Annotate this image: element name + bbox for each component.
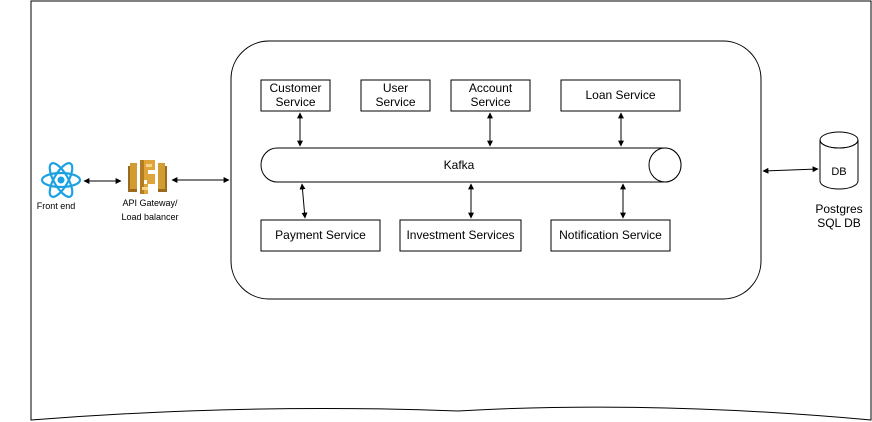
service-label-line2: Service	[470, 95, 510, 109]
kafka-bus: Kafka	[260, 147, 682, 183]
gateway-label-line1: API Gateway/	[122, 198, 178, 208]
db-cylinder-label: DB	[831, 166, 846, 178]
api-gateway-icon	[128, 160, 167, 194]
connector-kafka-payment	[299, 183, 308, 219]
service-label-line1: Account	[469, 81, 513, 95]
service-label-line1: Customer	[269, 81, 321, 95]
service-label: Payment Service	[275, 228, 366, 242]
service-box-customer: Customer Service	[260, 79, 331, 112]
gateway-label-line2: Load balancer	[121, 212, 178, 222]
service-label-line2: Service	[375, 95, 415, 109]
service-label: Notification Service	[559, 228, 662, 242]
service-box-investment: Investment Services	[399, 219, 522, 252]
service-box-account: Account Service	[450, 79, 531, 112]
service-label: Investment Services	[406, 228, 514, 242]
service-box-user: User Service	[360, 79, 431, 112]
service-label: Loan Service	[585, 88, 655, 102]
service-box-payment: Payment Service	[260, 219, 381, 252]
service-box-loan: Loan Service	[560, 79, 681, 112]
frontend-label: Front end	[37, 201, 76, 211]
service-label-line1: User	[383, 81, 408, 95]
db-label-line1: Postgres	[815, 202, 862, 216]
database-cylinder: DB	[819, 131, 859, 190]
service-label-line2: Service	[275, 95, 315, 109]
db-label-line2: SQL DB	[817, 216, 861, 230]
kafka-label: Kafka	[444, 158, 475, 172]
service-box-notification: Notification Service	[550, 219, 671, 252]
connector-services-db	[762, 166, 819, 174]
